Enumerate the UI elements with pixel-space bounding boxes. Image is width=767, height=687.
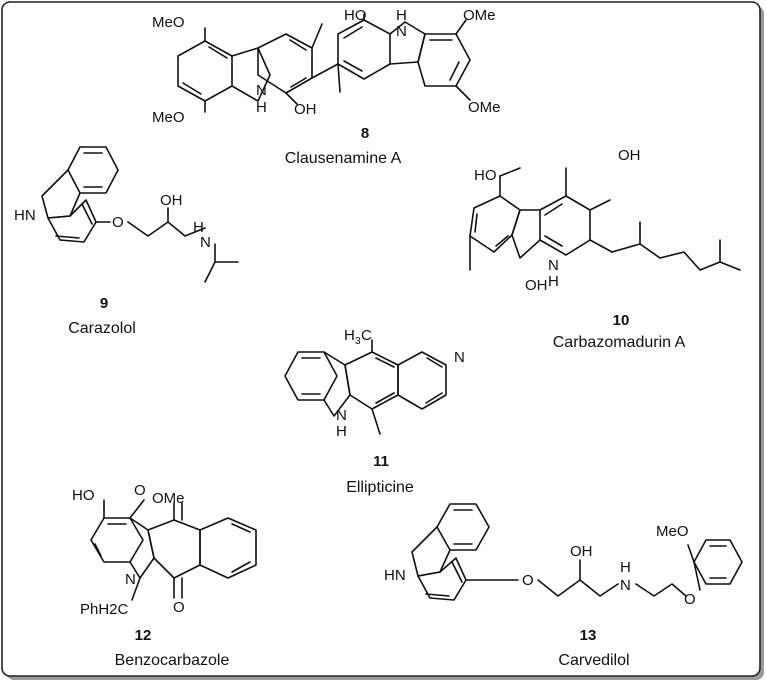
structure-11: H 3 C N N H (284, 327, 465, 440)
atom-label: N (200, 234, 211, 251)
atom-label: OMe (463, 7, 496, 24)
atom-label: O (522, 572, 534, 589)
atom-label: MeO (656, 523, 689, 540)
compound-name-11: Ellipticine (346, 479, 414, 496)
atom-label: N (256, 82, 267, 99)
atom-label: N (336, 407, 347, 424)
structure-9: HN O OH H N (14, 146, 239, 283)
atom-label: MeO (152, 14, 185, 31)
compound-number-12: 12 (135, 627, 152, 644)
structure-10: HO OH N H OH (469, 147, 741, 294)
atom-label: OH (570, 543, 593, 560)
compound-number-10: 10 (613, 312, 630, 329)
atom-label: H (620, 559, 631, 576)
atom-label: H (256, 99, 267, 116)
compound-number-8: 8 (361, 125, 369, 142)
atom-label: O (173, 599, 185, 616)
atom-label: O (684, 591, 696, 608)
atom-label: HO (344, 7, 367, 24)
atom-label: N (125, 571, 136, 588)
atom-label: HN (384, 567, 406, 584)
atom-label: OMe (468, 99, 501, 116)
atom-label: PhH2C (80, 601, 129, 618)
compound-number-11: 11 (373, 453, 389, 470)
atom-label: H (193, 219, 204, 236)
atom-label: HO (72, 487, 95, 504)
atom-label: OH (525, 277, 548, 294)
atom-label: HN (14, 207, 36, 224)
atom-label: H (396, 7, 407, 24)
atom-label: O (112, 214, 124, 231)
atom-label: H (344, 327, 355, 344)
atom-label: N (454, 349, 465, 366)
frame-border (1, 1, 761, 677)
compound-number-9: 9 (100, 295, 108, 312)
compound-name-10: Carbazomadurin A (553, 334, 686, 351)
compound-name-12: Benzocarbazole (115, 652, 230, 669)
atom-label: H (548, 273, 559, 290)
compound-name-8: Clausenamine A (285, 150, 402, 167)
atom-label: H (336, 423, 347, 440)
structure-13: HN O OH H N MeO O (384, 503, 743, 608)
atom-label: HO (474, 167, 497, 184)
atom-label: 3 (355, 336, 361, 347)
atom-label: N (548, 257, 559, 274)
atom-label: N (620, 577, 631, 594)
compound-name-13: Carvedilol (558, 652, 629, 669)
compound-number-13: 13 (580, 627, 597, 644)
atom-label: OH (294, 101, 317, 118)
atom-label: OH (618, 147, 641, 164)
atom-label: N (396, 23, 407, 40)
atom-label: OH (160, 192, 183, 209)
atom-label: OMe (152, 490, 185, 507)
compound-name-9: Carazolol (68, 320, 136, 337)
atom-label: O (134, 482, 146, 499)
atom-label: MeO (152, 109, 185, 126)
atom-label: C (361, 327, 372, 344)
structure-12: HO O OMe N O PhH2C (72, 482, 257, 618)
structure-8: MeO MeO N H OH HO H N OMe OMe (152, 7, 501, 126)
